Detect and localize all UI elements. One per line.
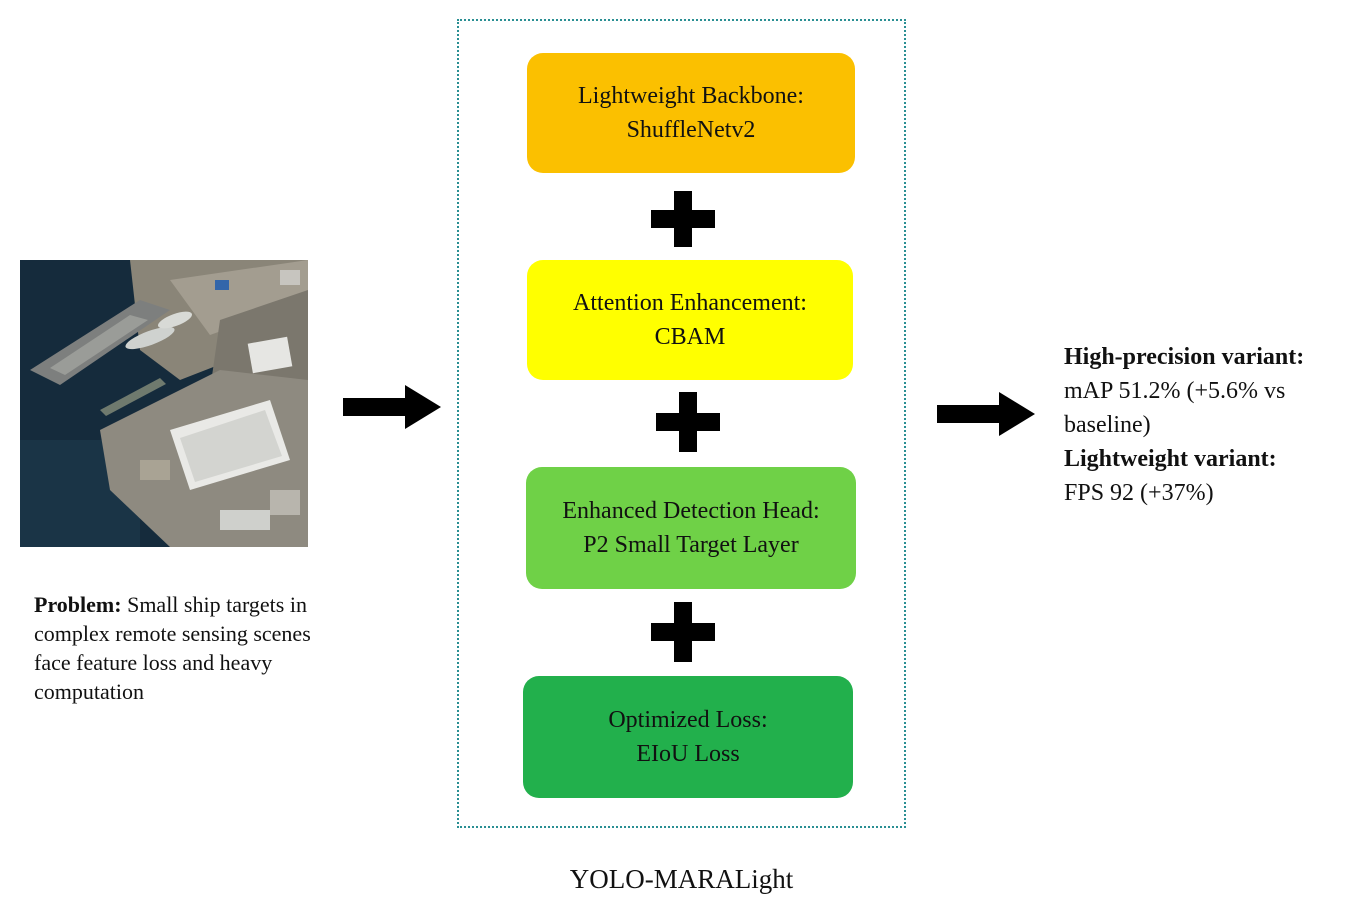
problem-text: Small ship targets in complex remote sen… — [34, 592, 311, 704]
module-detail: EIoU Loss — [636, 741, 740, 767]
module-title: Optimized Loss: — [608, 707, 768, 733]
module-title: Attention Enhancement: — [573, 290, 807, 316]
module-enhanced-detection-head: Enhanced Detection Head: P2 Small Target… — [526, 467, 856, 589]
module-attention-enhancement: Attention Enhancement: CBAM — [527, 260, 853, 380]
right-arrow-icon — [343, 385, 441, 429]
plus-icon — [656, 392, 720, 452]
plus-icon — [651, 602, 715, 662]
module-detail: ShuffleNetv2 — [626, 117, 756, 143]
model-name-caption: YOLO-MARALight — [569, 864, 794, 894]
module-optimized-loss: Optimized Loss: EIoU Loss — [523, 676, 853, 798]
module-title: Lightweight Backbone: — [578, 83, 804, 109]
module-detail: P2 Small Target Layer — [583, 532, 799, 558]
module-title: Enhanced Detection Head: — [562, 498, 820, 524]
module-lightweight-backbone: Lightweight Backbone: ShuffleNetv2 — [527, 53, 855, 173]
problem-statement: Problem: Small ship targets in complex r… — [34, 590, 324, 706]
right-arrow-icon — [937, 392, 1035, 436]
plus-icon — [651, 191, 715, 247]
module-detail: CBAM — [654, 324, 726, 350]
lightweight-value: FPS 92 (+37%) — [1064, 480, 1214, 506]
results-panel: High-precision variant: mAP 51.2% (+5.6%… — [1064, 340, 1347, 510]
problem-label: Problem: — [34, 592, 122, 617]
satellite-harbor-image — [20, 260, 308, 547]
lightweight-label: Lightweight variant: — [1064, 446, 1277, 472]
high-precision-value: mAP 51.2% (+5.6% vs baseline) — [1064, 378, 1286, 438]
model-architecture-container — [457, 19, 906, 828]
high-precision-label: High-precision variant: — [1064, 344, 1305, 370]
